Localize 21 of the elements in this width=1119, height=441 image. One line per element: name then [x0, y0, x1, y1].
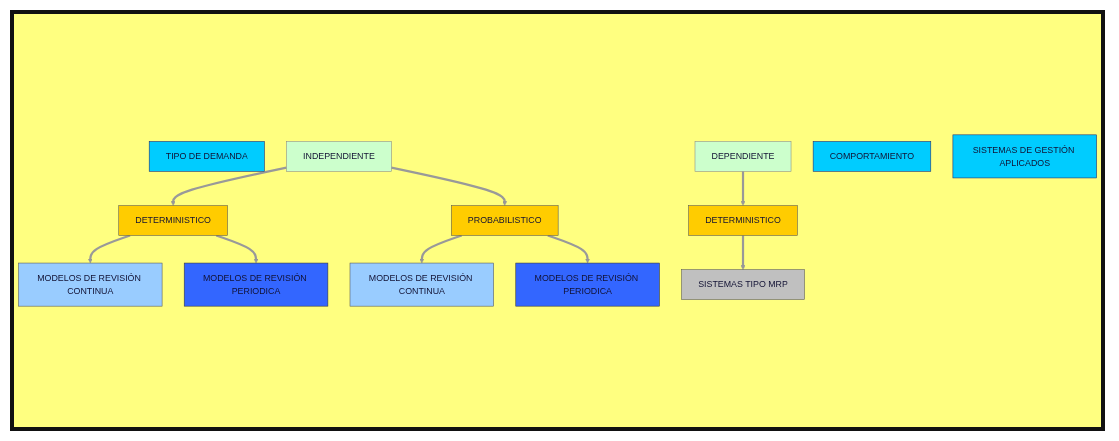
arrow [215, 234, 259, 264]
node-box: TIPO DE DEMANDA [148, 141, 265, 172]
node-box: SISTEMAS TIPO MRP [681, 269, 805, 300]
arrow [170, 166, 287, 206]
node-box: DEPENDIENTE [694, 141, 792, 172]
arrow [547, 234, 591, 264]
arrow [87, 234, 131, 264]
node-box: DETERMINISTICO [688, 205, 798, 236]
node-box: DETERMINISTICO [118, 205, 228, 236]
node-box: INDEPENDIENTE [286, 141, 392, 172]
arrow [740, 171, 746, 206]
node-box: COMPORTAMIENTO [812, 141, 932, 172]
node-box: PROBABILISTICO [451, 205, 559, 236]
node-box: SISTEMAS DE GESTIÓN APLICADOS [952, 134, 1097, 179]
arrow [419, 234, 463, 264]
arrow [740, 235, 746, 270]
node-box: MODELOS DE REVISIÓN PERIODICA [183, 262, 329, 307]
node-box: MODELOS DE REVISIÓN CONTINUA [349, 262, 494, 307]
node-box: MODELOS DE REVISIÓN PERIODICA [515, 262, 660, 307]
arrow [391, 166, 508, 206]
node-box: MODELOS DE REVISIÓN CONTINUA [18, 262, 163, 307]
